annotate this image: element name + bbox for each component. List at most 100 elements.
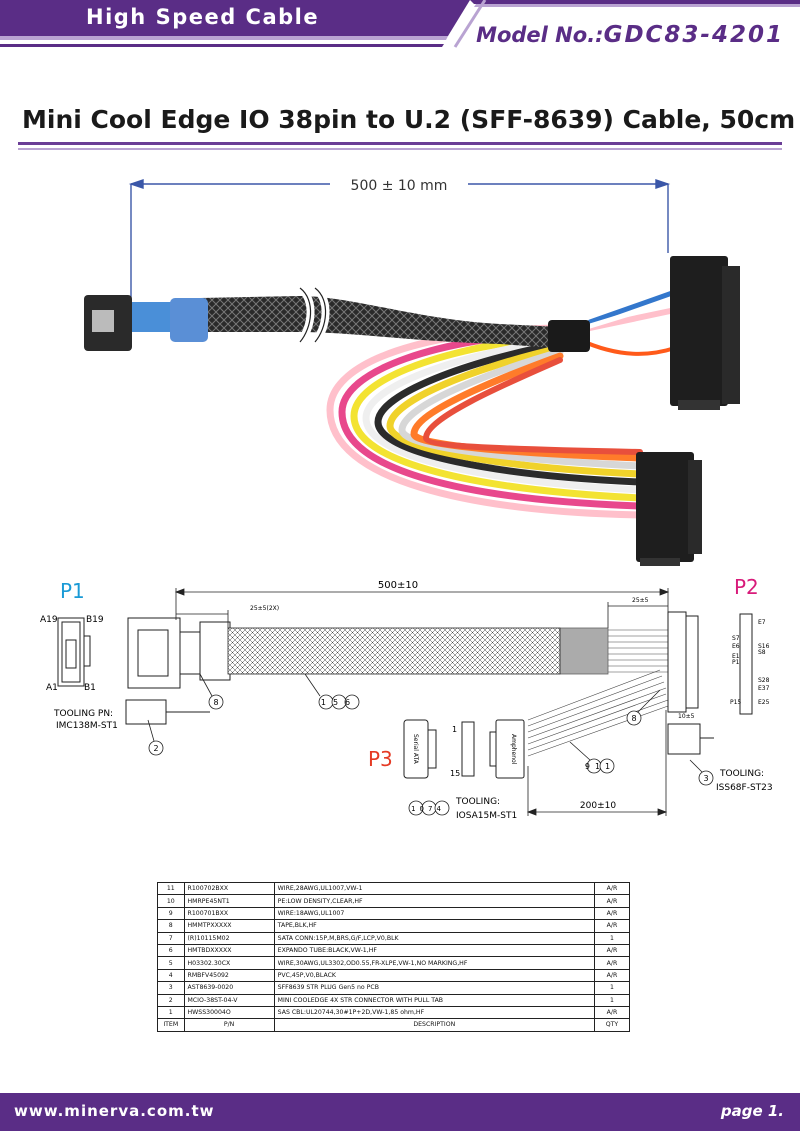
- pin-e1: E1: [732, 653, 740, 660]
- dim-25-right: 25±5: [632, 597, 649, 604]
- bom-pn: R100701BXX: [183, 906, 275, 921]
- pin-p1: P1: [732, 659, 740, 666]
- pin-a1: A1: [46, 683, 58, 693]
- tooling-p2-pn: ISS68F-ST23: [716, 783, 773, 793]
- bom-description: WIRE,28AWG,UL1007,VW-1: [273, 881, 595, 896]
- product-photo: 500 ± 10 mm: [84, 178, 740, 566]
- bom-item: 8: [157, 919, 185, 933]
- bom-item: 6: [157, 943, 185, 958]
- bom-qty: 1: [593, 931, 631, 945]
- footer-band: [0, 1093, 800, 1131]
- bom-qty: A/R: [593, 906, 631, 921]
- bom-qty: A/R: [593, 956, 631, 970]
- p2-front-view: [739, 613, 753, 715]
- bom-description: MINI COOLEDGE 4X STR CONNECTOR WITH PULL…: [273, 993, 595, 1007]
- bom-qty: A/R: [593, 1005, 631, 1020]
- p3-pin-1: 1: [452, 725, 457, 734]
- pin-s7: S7: [732, 635, 740, 642]
- p3-views: [403, 719, 525, 779]
- bom-description: SAS CBL:UL20744,30#1P+2D,VW-1,85 ohm,HF: [273, 1005, 595, 1020]
- bom-pn: H03302.30CX: [183, 956, 275, 970]
- cable-sleeve: [227, 627, 561, 675]
- callout-9-11: 911: [585, 762, 615, 771]
- p3-body-text: Serial ATA: [412, 734, 419, 765]
- bom-header-pn: P/N: [183, 1018, 275, 1032]
- tooling-p2-label: TOOLING:: [719, 769, 764, 779]
- bom-description: TAPE,BLK,HF: [273, 919, 595, 933]
- p3-body-text2: Amphenol: [510, 734, 517, 765]
- bom-qty: 1: [593, 981, 631, 995]
- photo-dimension: [128, 179, 671, 305]
- bom-qty: A/R: [593, 943, 631, 958]
- callout-10-7-4: 1074: [411, 805, 445, 813]
- cable-end-tape: [559, 627, 609, 675]
- overall-length-label: 500±10: [378, 580, 418, 591]
- tooling-p3-pn: IOSA15M-ST1: [456, 811, 517, 821]
- callout-3: 3: [703, 774, 708, 783]
- pin-b19: B19: [86, 615, 104, 625]
- bom-qty: A/R: [593, 894, 631, 908]
- bom-pn: (R)10115M02: [183, 931, 275, 945]
- pin-s8: S8: [758, 649, 766, 656]
- p1-label: P1: [60, 579, 85, 603]
- bom-item: 11: [157, 881, 185, 896]
- photo-length-label: 500 ± 10 mm: [351, 178, 448, 194]
- footer-url[interactable]: www.minerva.com.tw: [14, 1102, 215, 1120]
- bom-pn: HWSS30004O: [183, 1005, 275, 1020]
- bom-description: SFF8639 STR PLUG Gen5 no PCB: [273, 981, 595, 995]
- p2-label: P2: [734, 575, 759, 599]
- bom-pn: R100702BXX: [183, 881, 275, 896]
- bom-description: SATA CONN:15P,M,BRS,G/F,LCP,V0,BLK: [273, 931, 595, 945]
- footer-page: page 1.: [720, 1102, 784, 1120]
- dim-10: 10±5: [678, 713, 695, 720]
- dim-25-2x: 25±5(2X): [250, 605, 279, 612]
- header-band: [0, 0, 800, 48]
- callout-2: 2: [153, 744, 158, 753]
- bom-description: EXPANDO TUBE:BLACK,VW-1,HF: [273, 943, 595, 958]
- model-number-value: GDC83-4201: [603, 22, 784, 48]
- p3-pin-15: 15: [450, 769, 460, 778]
- dim-200: 200±10: [580, 801, 616, 811]
- pin-e37: E37: [758, 685, 770, 692]
- bom-pn: MCIO-38ST-04-V: [183, 993, 275, 1007]
- title-rule-light: [18, 148, 782, 150]
- tooling-p3-label: TOOLING:: [455, 797, 500, 807]
- callout-8-left: 8: [213, 698, 218, 707]
- bom-item: 7: [157, 931, 185, 945]
- p3-label: P3: [368, 747, 393, 771]
- callout-1-5-6: 156: [321, 698, 357, 707]
- technical-drawing: P1 A19 B19 A1 B1 TOOLING PN: IMC138M-ST1…: [40, 575, 773, 821]
- p2-side-view: [667, 611, 714, 755]
- tooling-p1-label: TOOLING PN:: [53, 709, 113, 719]
- bom-qty: 1: [593, 993, 631, 1007]
- pin-b1: B1: [84, 683, 96, 693]
- bom-pn: HMRPE45NT1: [183, 894, 275, 908]
- bom-description: PVC,45P,V0,BLACK: [273, 968, 595, 983]
- callout-8-right: 8: [631, 714, 636, 723]
- bom-qty: A/R: [593, 881, 631, 896]
- bom-description: WIRE,30AWG,UL3302,OD0.55,FR-XLPE,VW-1,NO…: [273, 956, 595, 970]
- bom-item: 9: [157, 906, 185, 921]
- pin-p15: P15: [730, 699, 741, 706]
- pin-e6: E6: [732, 643, 740, 650]
- pin-e25: E25: [758, 699, 770, 706]
- model-label: Model No.:: [476, 23, 604, 47]
- bom-header-item: ITEM: [157, 1018, 185, 1032]
- bom-item: 1: [157, 1005, 185, 1020]
- bom-pn: AST8639-0020: [183, 981, 275, 995]
- page-title: Mini Cool Edge IO 38pin to U.2 (SFF-8639…: [22, 105, 796, 134]
- bom-description: PE:LOW DENSITY,CLEAR,HF: [273, 894, 595, 908]
- sata-connector-photo: [636, 452, 702, 566]
- bom-item: 5: [157, 956, 185, 970]
- dim-200-line: [526, 710, 668, 816]
- pin-e7: E7: [758, 619, 766, 626]
- p1-front-view: [57, 617, 91, 687]
